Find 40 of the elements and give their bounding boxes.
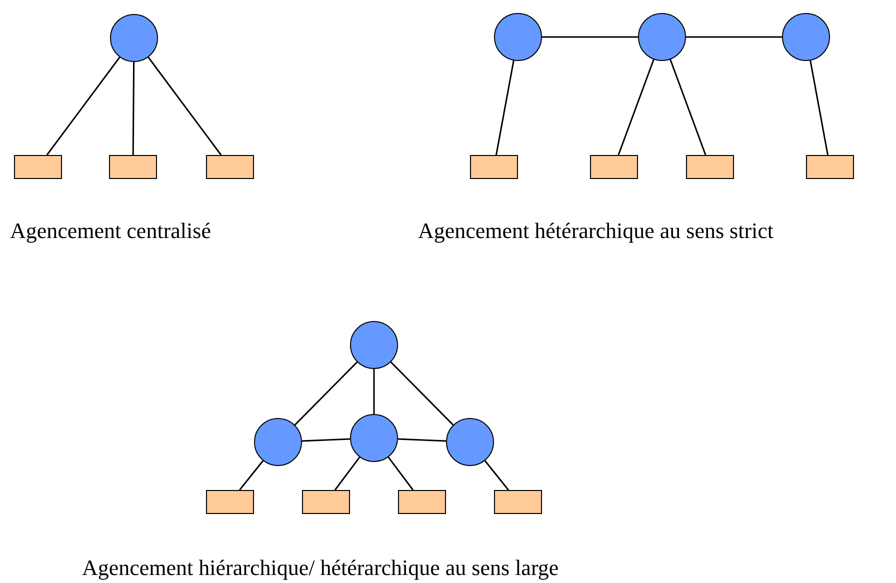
connector-line: [294, 362, 358, 426]
caption-text: Agencement centralisé: [10, 218, 211, 244]
rectangle-node: [109, 155, 157, 179]
connector-line: [239, 460, 264, 490]
rectangle-node: [398, 490, 446, 514]
circle-node: [110, 14, 158, 62]
connector-line: [670, 59, 706, 156]
connector-line: [484, 460, 509, 490]
rectangle-node: [470, 155, 518, 179]
connector-line: [132, 62, 135, 155]
circle-node: [254, 418, 302, 466]
rectangle-node: [206, 490, 254, 514]
connector-line: [388, 456, 414, 490]
connector-line: [334, 456, 360, 490]
rectangle-node: [206, 155, 254, 179]
connector-line: [46, 56, 120, 156]
rectangle-node: [686, 155, 734, 179]
circle-node: [350, 414, 398, 462]
connector-line: [542, 36, 638, 38]
connector-line: [618, 59, 654, 156]
connector-line: [148, 56, 222, 156]
rectangle-node: [14, 155, 62, 179]
rectangle-node: [590, 155, 638, 179]
circle-node: [446, 418, 494, 466]
connector-line: [686, 36, 782, 38]
connector-line: [373, 369, 375, 414]
caption-text: Agencement hétérarchique au sens strict: [418, 218, 774, 244]
rectangle-node: [302, 490, 350, 514]
circle-node: [782, 13, 830, 61]
connector-line: [810, 60, 829, 156]
circle-node: [638, 13, 686, 61]
caption-text: Agencement hiérarchique/ hétérarchique au sens large: [82, 555, 559, 581]
circle-node: [350, 321, 398, 369]
connector-line: [390, 362, 454, 426]
connector-line: [302, 438, 350, 442]
connector-line: [495, 60, 514, 156]
rectangle-node: [806, 155, 854, 179]
rectangle-node: [494, 490, 542, 514]
circle-node: [494, 13, 542, 61]
connector-line: [398, 438, 446, 442]
